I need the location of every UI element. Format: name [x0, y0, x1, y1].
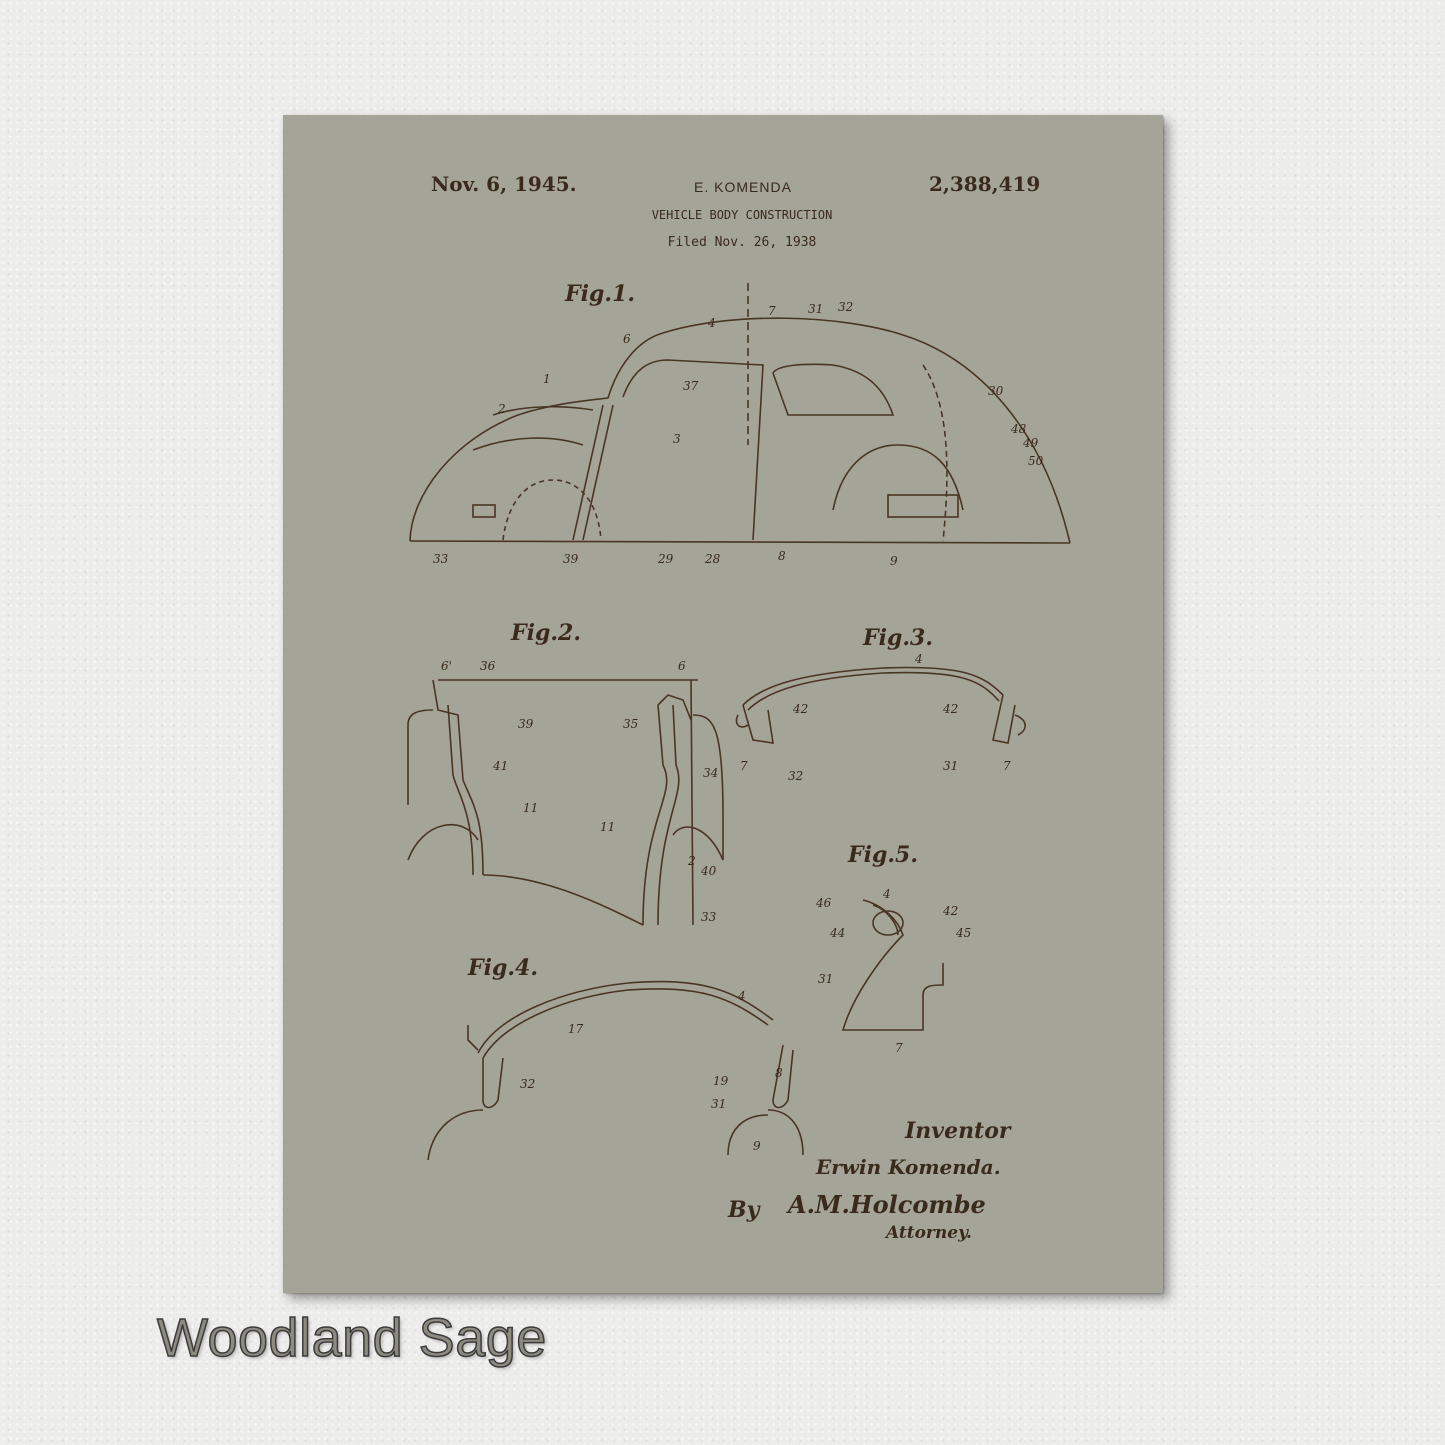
patent-title: VEHICLE BODY CONSTRUCTION [651, 208, 833, 222]
svg-text:9: 9 [753, 1139, 761, 1153]
svg-text:7: 7 [768, 304, 776, 318]
svg-text:4: 4 [707, 316, 716, 330]
svg-text:34: 34 [703, 766, 718, 780]
svg-text:39: 39 [563, 552, 579, 566]
svg-text:4: 4 [914, 652, 923, 666]
fig5-detail-section: 46 4 42 44 45 31 7 [815, 887, 971, 1055]
fig1-label: Fig.1. [565, 281, 635, 307]
svg-text:42: 42 [792, 702, 808, 716]
svg-text:28: 28 [704, 552, 721, 566]
svg-text:41: 41 [492, 759, 508, 773]
patent-inventor-header: E. KOMENDA [694, 179, 792, 195]
svg-text:39: 39 [518, 717, 534, 731]
svg-text:48: 48 [1010, 422, 1027, 436]
svg-text:32: 32 [788, 769, 803, 783]
attorney-signature: A.M.Holcombe [788, 1190, 986, 1219]
svg-text:6: 6 [678, 659, 686, 673]
svg-text:17: 17 [568, 1022, 584, 1036]
svg-text:11: 11 [600, 820, 615, 834]
svg-text:50: 50 [1028, 454, 1044, 468]
svg-text:33: 33 [701, 910, 717, 924]
fig3-roof-section: 4 42 42 7 32 31 7 [735, 652, 1026, 783]
svg-text:11: 11 [523, 801, 538, 815]
patent-date: Nov. 6, 1945. [431, 172, 577, 196]
svg-text:7: 7 [740, 759, 748, 773]
svg-text:42: 42 [942, 904, 958, 918]
svg-text:37: 37 [683, 379, 699, 393]
svg-text:7: 7 [895, 1041, 903, 1055]
svg-text:31: 31 [808, 302, 823, 316]
svg-text:1: 1 [543, 372, 551, 386]
by-label: By [728, 1197, 760, 1223]
svg-text:31: 31 [818, 972, 833, 986]
svg-text:32: 32 [520, 1077, 535, 1091]
svg-text:33: 33 [433, 552, 449, 566]
svg-text:45: 45 [955, 926, 971, 940]
svg-text:4: 4 [737, 989, 746, 1003]
svg-text:8: 8 [778, 549, 786, 563]
fig2-pillar-section: 6' 36 6 39 41 11 35 34 11 2 40 33 [407, 659, 724, 926]
fig1-car-side-view: 33 39 29 28 8 9 4 7 31 32 30 48 49 50 6 … [409, 283, 1071, 568]
svg-text:9: 9 [890, 554, 898, 568]
attorney-label: Attorney. [886, 1223, 972, 1243]
patent-poster: Nov. 6, 1945. E. KOMENDA 2,388,419 VEHIC… [283, 115, 1163, 1293]
inventor-label: Inventor [905, 1118, 1011, 1144]
svg-text:19: 19 [713, 1074, 729, 1088]
inventor-name-signature: Erwin Komenda. [816, 1155, 1001, 1179]
svg-text:30: 30 [988, 384, 1004, 398]
fig2-label: Fig.2. [511, 620, 581, 646]
svg-text:7: 7 [1003, 759, 1011, 773]
svg-text:31: 31 [711, 1097, 726, 1111]
fig4-label: Fig.4. [468, 955, 538, 981]
svg-text:36: 36 [480, 659, 496, 673]
svg-text:49: 49 [1022, 436, 1039, 450]
svg-text:2: 2 [497, 402, 506, 416]
svg-text:35: 35 [623, 717, 638, 731]
svg-text:29: 29 [657, 552, 674, 566]
color-variant-caption: Woodland Sage [156, 1307, 547, 1369]
svg-text:6': 6' [441, 659, 452, 673]
patent-number: 2,388,419 [929, 172, 1041, 196]
svg-text:8: 8 [775, 1066, 783, 1080]
patent-drawings: 33 39 29 28 8 9 4 7 31 32 30 48 49 50 6 … [407, 283, 1071, 1161]
svg-text:44: 44 [829, 926, 845, 940]
svg-text:42: 42 [942, 702, 958, 716]
svg-text:46: 46 [815, 896, 832, 910]
fig5-label: Fig.5. [848, 842, 918, 868]
fig4-roof-section: 4 17 32 19 8 31 9 [427, 980, 804, 1161]
svg-text:31: 31 [943, 759, 958, 773]
svg-text:2: 2 [687, 854, 696, 868]
svg-text:3: 3 [673, 432, 681, 446]
svg-text:40: 40 [700, 864, 717, 878]
fig3-label: Fig.3. [863, 625, 933, 651]
svg-text:6: 6 [623, 332, 631, 346]
svg-text:4: 4 [882, 887, 891, 901]
patent-filed-date: Filed Nov. 26, 1938 [667, 235, 817, 250]
svg-text:32: 32 [838, 300, 853, 314]
